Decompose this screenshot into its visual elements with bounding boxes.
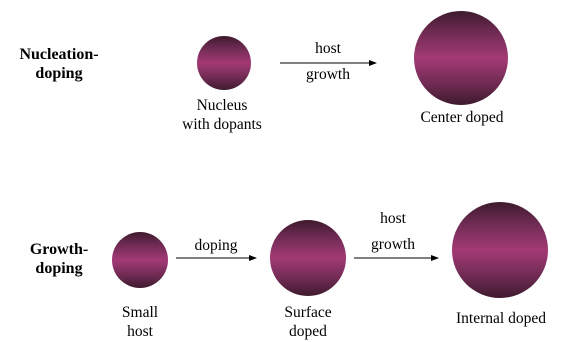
growth-label-line2: doping	[35, 260, 83, 277]
small-host-sphere	[112, 232, 168, 288]
small-host-caption-line2: host	[127, 323, 153, 340]
surface-doped-caption: Surface doped	[262, 303, 354, 341]
nucleation-label-line2: doping	[35, 65, 83, 82]
growth-label-line1: Growth-	[29, 241, 89, 258]
nucleation-doping-label: Nucleation- doping	[5, 45, 113, 83]
host-arrow-label-1: host	[315, 40, 341, 57]
surface-doped-caption-line2: doped	[289, 323, 327, 340]
host-arrow-label-2: host	[380, 210, 406, 227]
surface-doped-sphere	[270, 220, 346, 296]
growth-arrow-label-2: growth	[371, 236, 415, 253]
center-doped-sphere	[414, 11, 508, 105]
center-doped-caption: Center doped	[420, 109, 504, 126]
nucleus-sphere	[197, 36, 251, 90]
nucleation-label-line1: Nucleation-	[19, 46, 99, 63]
nucleus-caption-line1: Nucleus	[196, 97, 248, 114]
growth-arrow-label-1: growth	[306, 66, 350, 83]
nucleus-caption: Nucleus with dopants	[160, 96, 284, 134]
surface-doped-caption-line1: Surface	[284, 304, 332, 321]
internal-doped-caption: Internal doped	[456, 310, 546, 327]
doping-arrow-label: doping	[194, 237, 238, 254]
internal-doped-sphere	[452, 202, 548, 298]
small-host-caption: Small host	[100, 303, 180, 341]
growth-doping-label: Growth- doping	[5, 240, 113, 278]
nucleus-caption-line2: with dopants	[182, 116, 262, 133]
small-host-caption-line1: Small	[121, 304, 159, 321]
